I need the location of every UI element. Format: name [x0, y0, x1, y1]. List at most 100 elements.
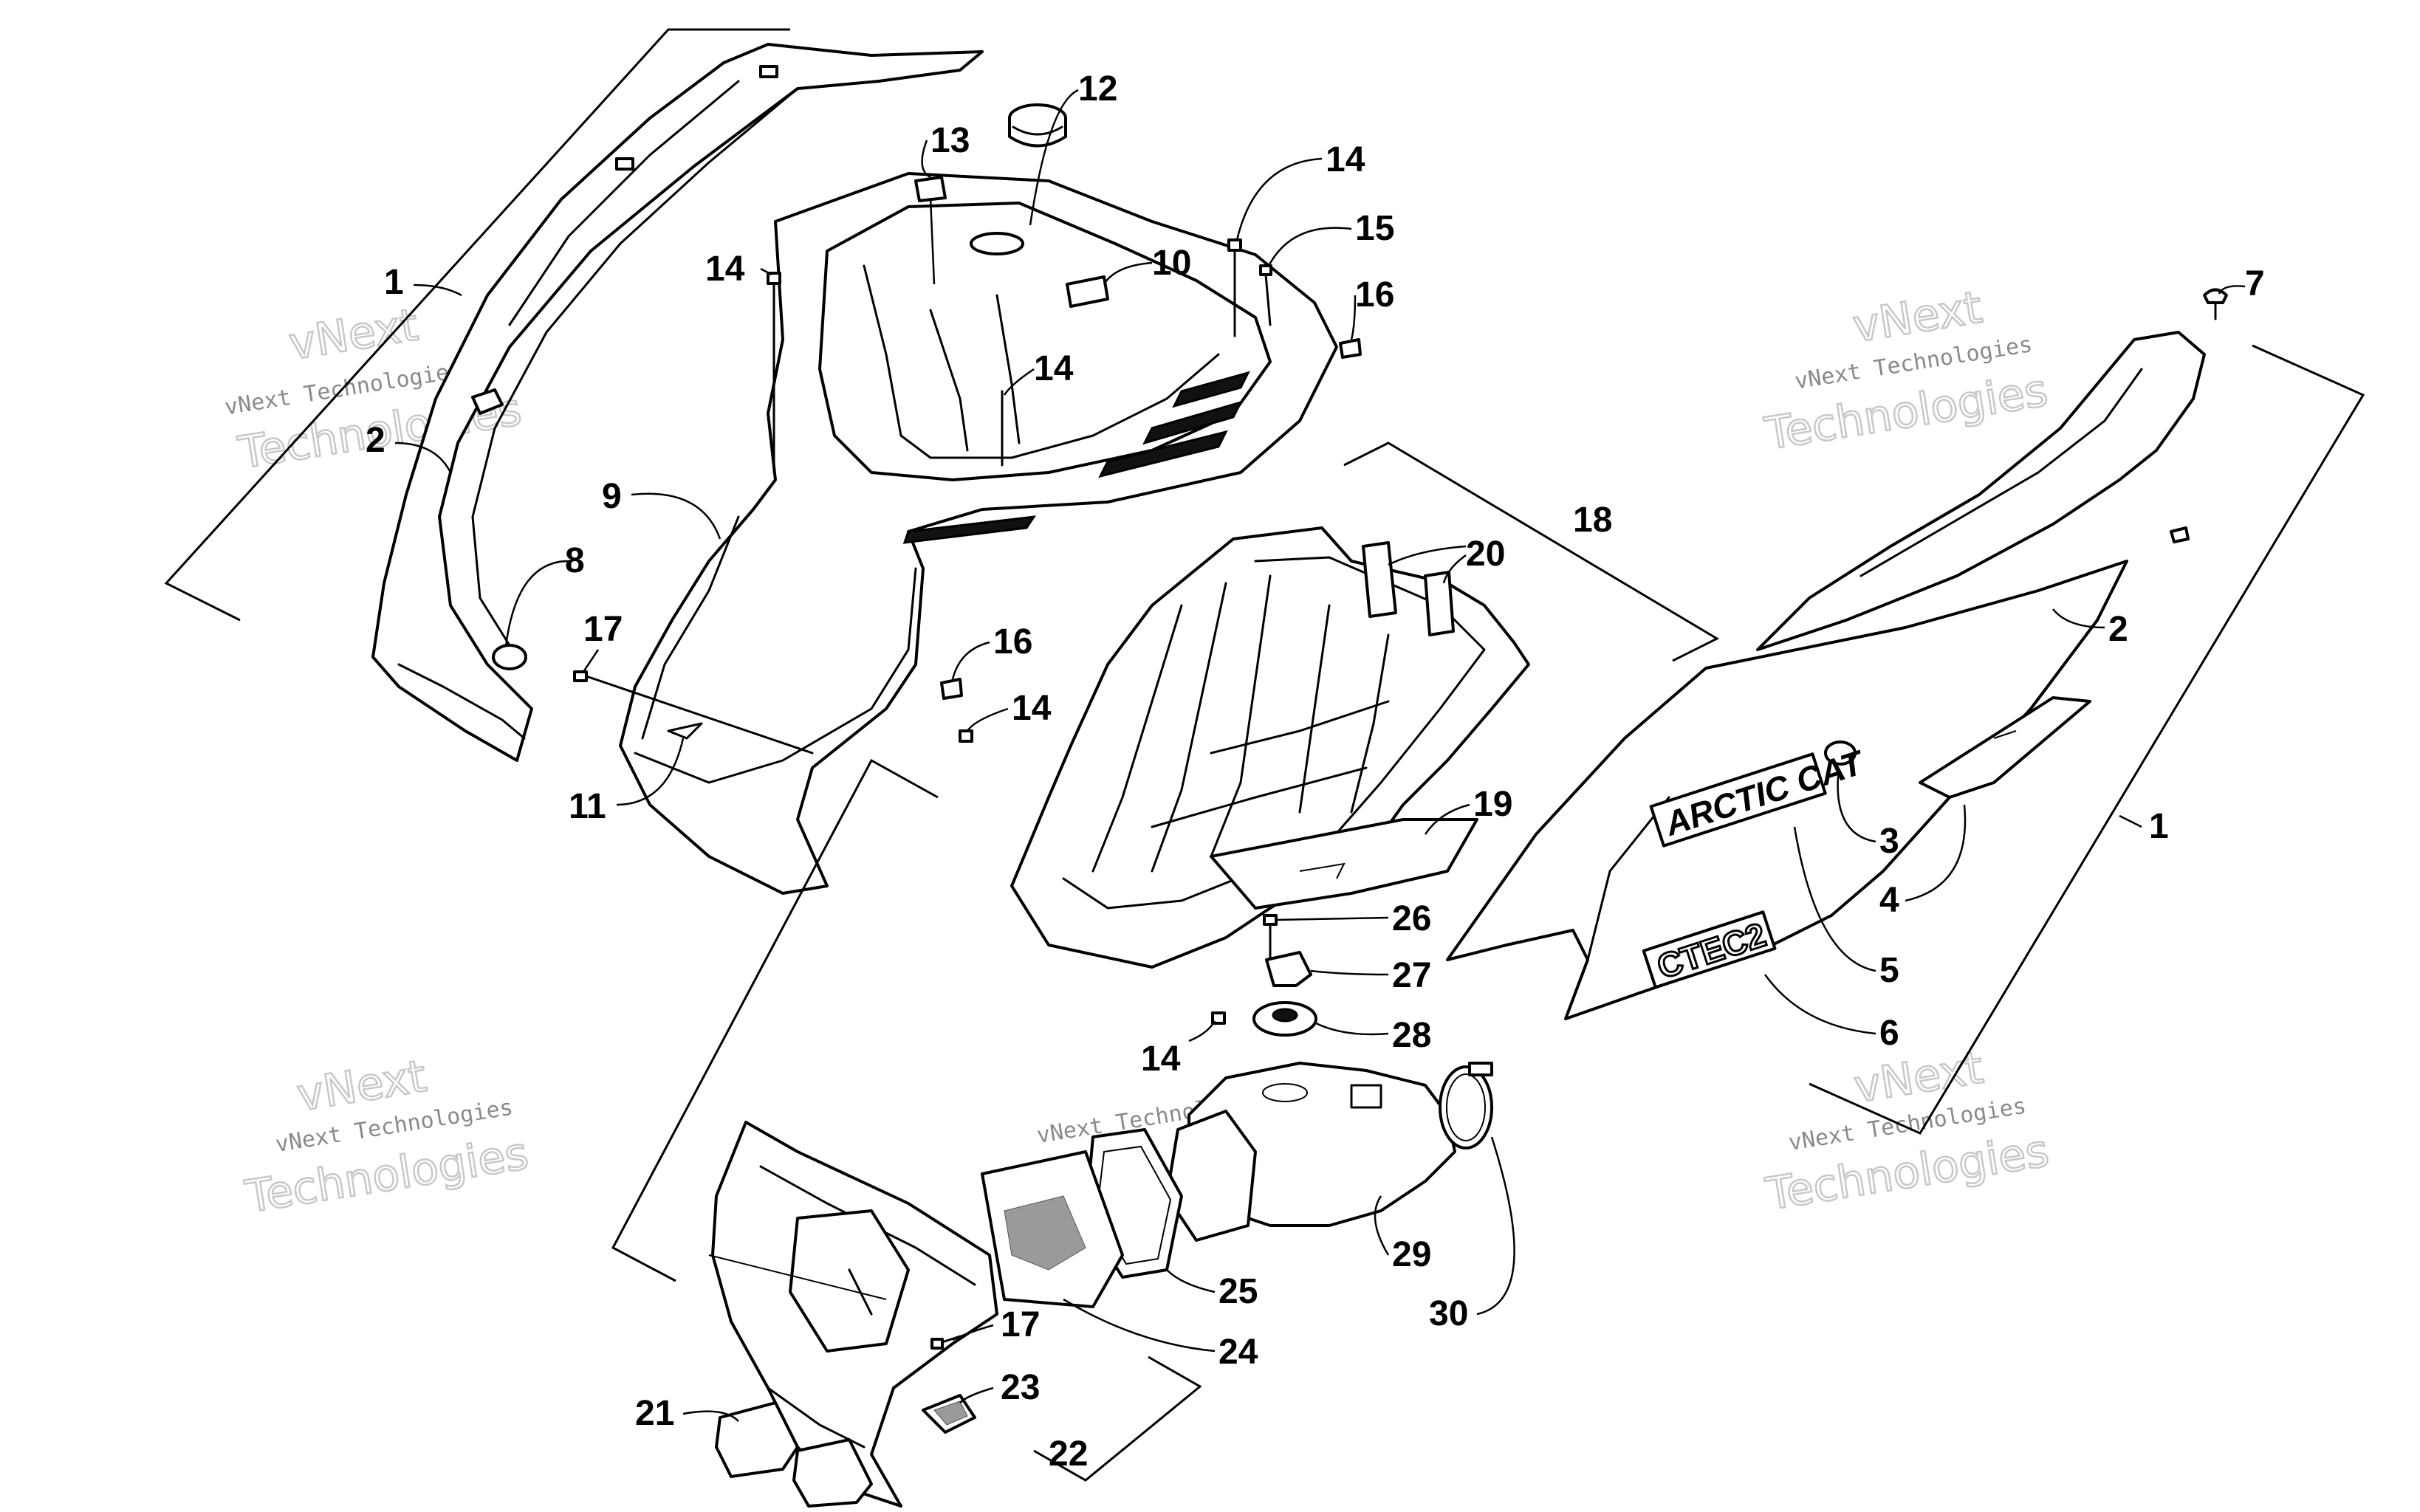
leader-24 — [1063, 1298, 1216, 1353]
callout-8: 8 — [565, 541, 585, 580]
callout-25: 25 — [1218, 1272, 1258, 1311]
callout-12: 12 — [1078, 69, 1117, 109]
leader-9 — [631, 492, 721, 540]
watermark-group: vNext vNext Technologies Technologies — [1761, 281, 2052, 461]
screw-14-icon — [1227, 238, 1242, 252]
clamp-30-screw — [1468, 1062, 1493, 1076]
leader-16 — [951, 641, 990, 680]
bracket-21-icon — [715, 1401, 799, 1478]
callout-4: 4 — [1879, 881, 1899, 920]
decal-4-mark — [1993, 730, 2017, 739]
callout-10: 10 — [1152, 244, 1191, 283]
decal-3-icon — [1824, 740, 1857, 766]
leader-14 — [966, 707, 1009, 732]
leader-1 — [413, 284, 462, 297]
airbox-baffle — [1210, 574, 1272, 858]
clip-16-icon — [1339, 338, 1362, 359]
callout-27: 27 — [1392, 956, 1431, 995]
leader-20a — [1388, 545, 1467, 566]
callout-15: 15 — [1355, 209, 1394, 248]
bezel-opening — [789, 1209, 910, 1353]
left-side-panel — [164, 28, 984, 762]
leader-2 — [2052, 608, 2105, 629]
airbox-baffle — [1151, 582, 1227, 873]
lower-bezel — [611, 758, 1202, 1508]
right-panel-crease — [1586, 796, 1670, 961]
leader-30 — [1476, 1136, 1515, 1316]
left-side-panel-body — [371, 43, 984, 762]
push-rivet-7-icon — [2203, 288, 2228, 304]
callout-30: 30 — [1429, 1294, 1468, 1333]
bracket-21-icon — [792, 1438, 873, 1508]
callouts: 1 2 8 17 9 11 12 13 14 10 14 14 15 16 16… — [366, 69, 2265, 1474]
airbox-baffle — [1298, 604, 1331, 814]
leader-11 — [616, 738, 685, 806]
screw-14-icon — [959, 729, 973, 743]
strip-clip-icon — [2170, 526, 2190, 543]
leader-17 — [952, 1324, 994, 1341]
callout-6: 6 — [1879, 1014, 1899, 1053]
leader-10 — [1103, 261, 1153, 285]
hood-vent — [1142, 400, 1243, 445]
hood-vent — [1172, 371, 1250, 408]
side-clip-icon — [615, 157, 634, 171]
callout-18: 18 — [1573, 501, 1612, 540]
rivet-17-icon — [930, 1338, 944, 1350]
bezel-lower-bracket — [1033, 1355, 1202, 1482]
hood-lower-edge — [634, 567, 917, 784]
callout-11: 11 — [569, 787, 606, 826]
leader-20b — [1442, 554, 1467, 584]
left-panel-bracket — [164, 28, 790, 622]
callout-14-lower: 14 — [1141, 1040, 1181, 1079]
leader-17 — [582, 649, 600, 673]
left-panel-decal-3 — [471, 388, 504, 415]
leader-3 — [1837, 767, 1876, 843]
callout-19: 19 — [1473, 785, 1512, 824]
leader-13b — [929, 197, 936, 285]
hood-vent — [902, 515, 1037, 544]
leader-29 — [1374, 1195, 1390, 1256]
callout-26: 26 — [1392, 899, 1431, 938]
airbox-baffle — [1091, 604, 1183, 873]
left-panel-edge-line — [471, 87, 799, 659]
cap-12 — [970, 103, 1067, 255]
leader-27 — [1310, 969, 1389, 976]
air-box — [1010, 441, 1720, 969]
leader-8 — [504, 560, 569, 647]
left-panel-lower-edge — [397, 663, 526, 740]
bezel-inner-line — [848, 1268, 873, 1316]
grommet-8-icon — [492, 644, 527, 670]
callout-7: 7 — [2245, 264, 2265, 303]
callout-13: 13 — [930, 121, 970, 160]
top-clip-icon — [759, 65, 778, 78]
decal-5-frame — [1649, 752, 1827, 848]
callout-14-top-left: 14 — [705, 250, 745, 289]
callout-14-top-right: 14 — [1326, 140, 1365, 179]
watermark-group: vNext vNext Technologies Technologies — [241, 1049, 532, 1224]
fasteners-hood — [573, 238, 1272, 755]
decal-23-pattern — [933, 1401, 968, 1426]
duct-29-mount — [1350, 1084, 1382, 1109]
airbox-baffle — [1210, 700, 1390, 755]
screen-24-mesh — [1004, 1195, 1086, 1271]
clip-16-icon — [940, 678, 963, 700]
callout-2-left: 2 — [366, 421, 385, 460]
callout-1-right: 1 — [2149, 807, 2169, 846]
right-side-panel: ARCTIC CAT CTEC2 — [1446, 288, 2365, 1135]
callout-17-lower: 17 — [1001, 1305, 1040, 1344]
leader-5 — [1793, 826, 1876, 972]
callout-14-mid: 14 — [1012, 689, 1052, 728]
callout-9: 9 — [602, 477, 622, 516]
grommet-28-hole — [1272, 1008, 1298, 1023]
leader-14 — [1188, 1020, 1216, 1042]
bezel-upper-bracket — [611, 758, 939, 1282]
right-strip-crease — [1859, 368, 2143, 577]
duct-29-port — [1262, 1083, 1308, 1102]
rivet-17-icon — [573, 670, 588, 682]
hose-assembly — [981, 914, 1493, 1308]
callout-14-center: 14 — [1034, 349, 1074, 388]
leader-4 — [1905, 804, 1967, 902]
rivet-15-shaft — [1264, 273, 1272, 326]
right-panel-bracket — [1809, 344, 2365, 1135]
